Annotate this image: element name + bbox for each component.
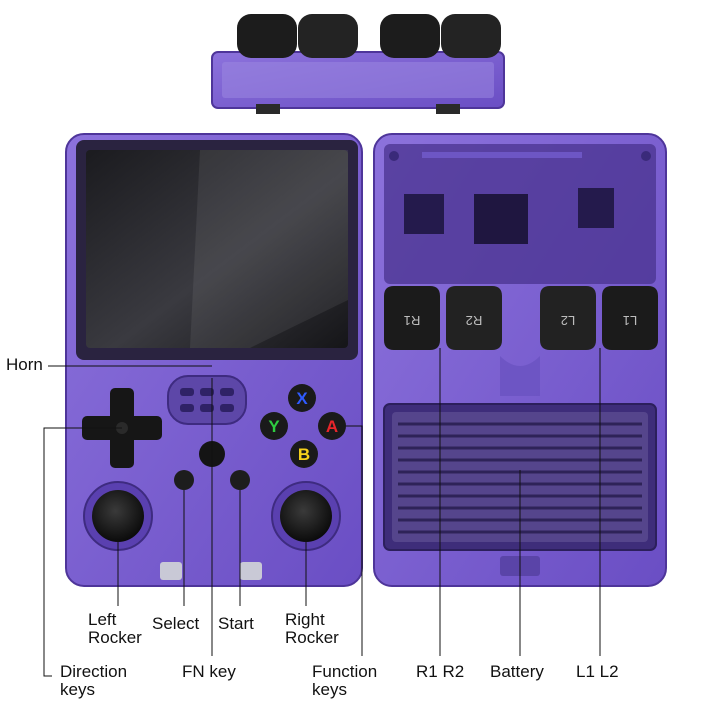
b-button-label: B — [298, 445, 310, 464]
label-horn: Horn — [6, 355, 43, 374]
label-select: Select — [152, 614, 200, 633]
y-button-label: Y — [268, 417, 280, 436]
shoulder-r1: R1 — [384, 286, 440, 350]
speaker-grille — [167, 375, 247, 425]
label-r1-r2: R1 R2 — [416, 662, 465, 681]
l1-label: L1 — [623, 313, 637, 328]
y-button — [260, 412, 288, 440]
screen — [86, 150, 348, 348]
label-right-rocker: Right Rocker — [285, 610, 339, 647]
x-button-label: X — [296, 389, 308, 408]
top-view — [211, 14, 505, 114]
r2-label: R2 — [466, 313, 483, 328]
left-stick — [83, 481, 153, 551]
start-button — [230, 470, 250, 490]
label-start: Start — [218, 614, 254, 633]
r1-label: R1 — [404, 313, 421, 328]
callout-lines — [43, 348, 601, 677]
l2-label: L2 — [561, 313, 575, 328]
shoulder-l2: L2 — [540, 286, 596, 350]
select-button — [174, 470, 194, 490]
top-shoulder-button — [237, 14, 501, 58]
label-direction-keys: Direction keys — [60, 662, 128, 699]
a-button-label: A — [326, 417, 338, 436]
label-left-rocker: Left Rocker — [88, 610, 142, 647]
label-l1-l2: L1 L2 — [576, 662, 619, 681]
label-function-keys: Function keys — [312, 662, 378, 699]
x-button — [288, 384, 316, 412]
a-button — [318, 412, 346, 440]
label-battery: Battery — [490, 662, 544, 681]
shoulder-l1: L1 — [602, 286, 658, 350]
label-fn-key: FN key — [182, 662, 236, 681]
right-stick — [271, 481, 341, 551]
front-view: X Y A B — [65, 133, 363, 587]
b-button — [290, 440, 318, 468]
shoulder-r2: R2 — [446, 286, 502, 350]
back-view: R1 R2 L2 L1 — [373, 133, 667, 587]
